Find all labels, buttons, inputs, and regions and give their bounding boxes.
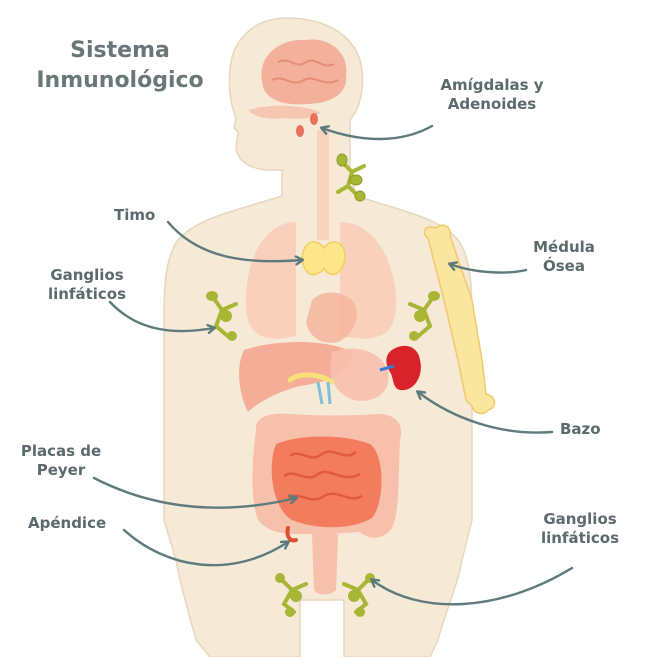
label-ganglios-left-line-1: Ganglios [34,266,140,285]
small-intestine-icon [272,437,382,528]
title-line-2: Inmunológico [14,66,226,96]
label-bazo: Bazo [560,420,601,439]
label-ganglios-left-line-2: linfáticos [34,285,140,304]
label-placas-line-2: Peyer [8,461,114,480]
thymus-icon [302,242,345,275]
label-ganglios-right-line-2: linfáticos [526,529,634,548]
label-bazo-text: Bazo [560,420,601,438]
label-placas: Placas de Peyer [8,442,114,480]
label-ganglios-right: Ganglios linfáticos [526,510,634,548]
label-amigdalas-line-2: Adenoides [412,95,572,114]
label-ganglios-right-line-1: Ganglios [526,510,634,529]
label-timo: Timo [114,206,155,225]
label-medula-line-2: Ósea [524,257,604,276]
brain-icon [262,39,347,104]
diagram-title: Sistema Inmunológico [14,36,226,96]
title-line-1: Sistema [14,36,226,66]
label-timo-text: Timo [114,206,155,224]
trachea [317,130,329,240]
label-amigdalas-line-1: Amígdalas y [412,76,572,95]
label-apendice: Apéndice [28,514,106,533]
label-medula-line-1: Médula [524,238,604,257]
label-apendice-text: Apéndice [28,514,106,532]
label-medula: Médula Ósea [524,238,604,276]
label-placas-line-1: Placas de [8,442,114,461]
label-ganglios-left: Ganglios linfáticos [34,266,140,304]
label-amigdalas: Amígdalas y Adenoides [412,76,572,114]
